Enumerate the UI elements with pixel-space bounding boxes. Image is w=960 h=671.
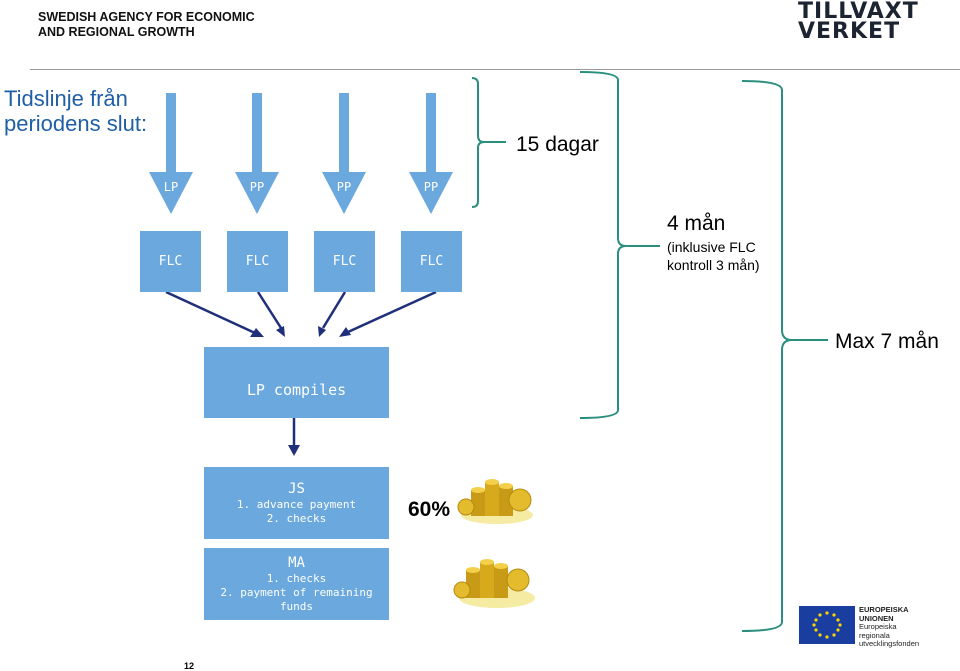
label-4-man-detail-line-1: (inklusive FLC [667, 239, 756, 255]
logo-line-2: VERKET [798, 19, 901, 44]
arrow-pp-2 [322, 93, 366, 214]
agency-line-2: AND REGIONAL GROWTH [38, 25, 195, 39]
flc-arrow-4 [347, 290, 437, 334]
eu-line-1: EUROPEISKA [859, 605, 909, 614]
flc-arrow-1 [165, 290, 256, 335]
title-line-1: Tidslinje från [4, 86, 128, 111]
gold-coins-image-1 [457, 479, 533, 524]
ma-box: MA 1. checks 2. payment of remaining fun… [204, 548, 389, 620]
arrow-lp [149, 93, 193, 214]
flc-box-label: FLC [158, 254, 183, 269]
js-line-2: 2. checks [266, 512, 327, 525]
js-box: JS 1. advance payment 2. checks [204, 467, 389, 539]
arrow-label-pp-1: PP [249, 180, 265, 194]
ma-line-2: 2. payment of remaining funds [220, 586, 373, 613]
arrow-label-pp-3: PP [423, 180, 439, 194]
bracket-max-7-man [741, 80, 793, 632]
flc-box-4: FLC [401, 231, 462, 292]
arrow-pp-3 [409, 93, 453, 214]
eu-flag-icon [799, 606, 855, 644]
flc-box-label: FLC [332, 254, 357, 269]
tillvaxtverket-logo: TILLVÄXT VERKET [798, 0, 919, 44]
flc-box-1: FLC [140, 231, 201, 292]
flc-box-label: FLC [245, 254, 270, 269]
label-max-7-man: Max 7 mån [835, 330, 939, 353]
flc-box-2: FLC [227, 231, 288, 292]
page-number: 12 [184, 661, 195, 671]
eu-line-5: utvecklingsfonden [859, 639, 920, 648]
label-15-dagar: 15 dagar [516, 133, 599, 156]
arrow-label-lp: LP [163, 180, 179, 194]
lp-compiles-label: LP compiles [246, 380, 347, 399]
label-4-man-detail-line-2: kontroll 3 mån) [667, 257, 760, 273]
header-divider [30, 69, 960, 70]
agency-name: SWEDISH AGENCY FOR ECONOMIC AND REGIONAL… [38, 10, 255, 40]
flc-arrow-3 [321, 291, 347, 329]
label-4-man-detail: (inklusive FLC kontroll 3 mån) [667, 238, 760, 274]
agency-line-1: SWEDISH AGENCY FOR ECONOMIC [38, 10, 255, 24]
title-line-2: periodens slut: [4, 111, 148, 136]
lp-compiles-box: LP compiles [204, 347, 389, 418]
bracket-4-man [579, 71, 627, 419]
arrow-pp-1 [235, 93, 279, 214]
eu-line-3: Europeiska [859, 622, 897, 631]
js-line-1: 1. advance payment [236, 498, 357, 511]
eu-line-4: regionala [859, 630, 890, 640]
flc-box-label: FLC [419, 254, 444, 269]
ma-title: MA [288, 555, 305, 571]
slide-title: Tidslinje från periodens slut: [4, 86, 147, 136]
flc-arrow-2 [256, 291, 283, 329]
logo-line-1: TILLVÄXT [798, 0, 919, 24]
eu-label: EUROPEISKA UNIONEN Europeiska regionala … [859, 605, 920, 649]
percent-label: 60% [408, 498, 451, 521]
js-title: JS [288, 481, 305, 497]
bracket-15-dagar [471, 77, 485, 208]
gold-coins-image-2 [453, 559, 535, 608]
arrow-label-pp-2: PP [336, 180, 352, 194]
label-4-man: 4 mån [667, 212, 726, 235]
eu-line-2: UNIONEN [859, 613, 894, 623]
ma-line-1: 1. checks [266, 572, 327, 585]
flc-box-3: FLC [314, 231, 375, 292]
